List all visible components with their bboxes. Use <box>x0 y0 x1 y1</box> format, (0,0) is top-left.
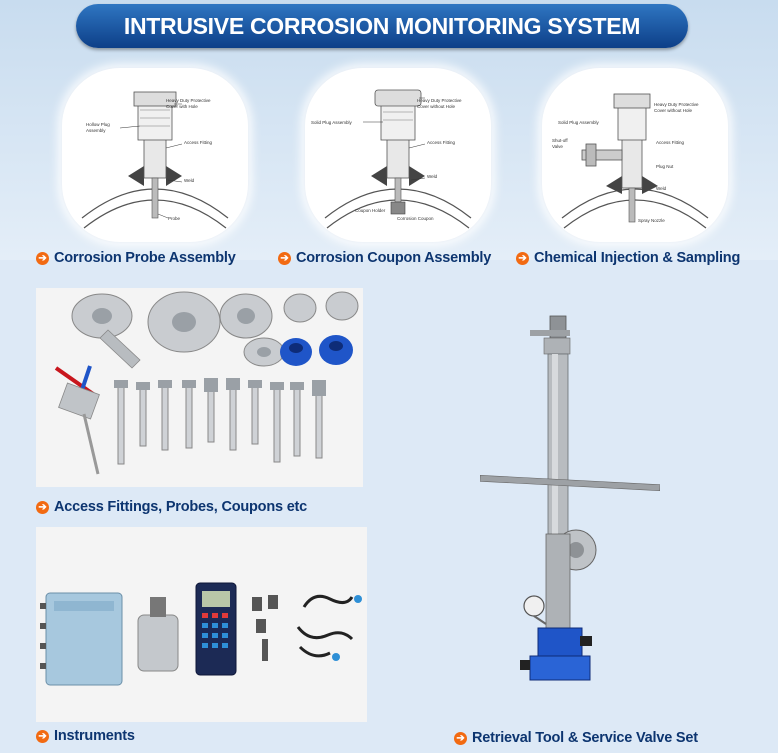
arrow-right-icon: ➔ <box>278 251 291 265</box>
chemical-injection-diagram: Heavy Duty Protective Cover without Hole… <box>542 68 728 242</box>
retrieval-tool-caption: ➔ Retrieval Tool & Service Valve Set <box>454 730 698 746</box>
label-corrosion-coupon: Corrosion Coupon <box>397 216 434 221</box>
label-shutoff-2: Valve <box>552 144 563 149</box>
caption-text: Retrieval Tool & Service Valve Set <box>472 730 698 746</box>
coupon-assembly-diagram: Heavy Duty Protective Cover without Hole… <box>305 68 491 242</box>
label-solid-plug: Solid Plug Assembly <box>311 120 353 125</box>
retrieval-tool-illustration <box>479 315 661 681</box>
label-weld: Weld <box>427 174 438 179</box>
arrow-right-icon: ➔ <box>36 729 49 743</box>
label-access-fitting: Access Fitting <box>656 140 685 145</box>
label-cover-2: Cover with Hole <box>166 104 198 109</box>
fittings-photo <box>36 288 363 487</box>
arrow-right-icon: ➔ <box>516 251 529 265</box>
arrow-right-icon: ➔ <box>36 251 49 265</box>
label-spray-nozzle: Spray Nozzle <box>638 218 665 223</box>
arrow-right-icon: ➔ <box>36 500 49 514</box>
arrow-right-icon: ➔ <box>454 731 467 745</box>
label-plug-1: Hollow Plug <box>86 122 110 127</box>
retrieval-tool-photo <box>479 310 661 710</box>
instruments-photo <box>36 527 367 722</box>
coupon-assembly-drawing: Heavy Duty Protective Cover without Hole… <box>311 89 472 229</box>
page-title: INTRUSIVE CORROSION MONITORING SYSTEM <box>123 12 641 39</box>
coupon-assembly-caption: ➔ Corrosion Coupon Assembly <box>278 250 491 266</box>
label-access-fitting: Access Fitting <box>427 140 456 145</box>
fittings-caption: ➔ Access Fittings, Probes, Coupons etc <box>36 499 307 515</box>
fittings-illustration <box>36 288 363 487</box>
label-plug-nut: Plug Nut <box>656 164 674 169</box>
caption-text: Corrosion Probe Assembly <box>54 250 236 266</box>
caption-text: Chemical Injection & Sampling <box>534 250 741 266</box>
label-cover-1: Heavy Duty Protective <box>166 98 211 103</box>
label-plug-2: Assembly <box>86 128 106 133</box>
caption-text: Corrosion Coupon Assembly <box>296 250 492 266</box>
label-probe: Probe <box>168 216 181 221</box>
probe-assembly-diagram: Heavy Duty Protective Cover with Hole Ho… <box>62 68 248 242</box>
instruments-illustration <box>36 527 367 722</box>
label-access-fitting: Access Fitting <box>184 140 213 145</box>
label-shutoff-1: Shut-off <box>552 138 568 143</box>
label-cover-2: Cover without Hole <box>417 104 456 109</box>
label-weld: Weld <box>656 186 667 191</box>
chemical-injection-drawing: Heavy Duty Protective Cover without Hole… <box>552 93 709 229</box>
caption-text: Instruments <box>54 728 135 744</box>
label-cover-2: Cover without Hole <box>654 108 693 113</box>
probe-assembly-drawing: Heavy Duty Protective Cover with Hole Ho… <box>81 91 229 229</box>
chemical-injection-caption: ➔ Chemical Injection & Sampling <box>516 250 740 266</box>
label-cover-1: Heavy Duty Protective <box>654 102 699 107</box>
label-cover-1: Heavy Duty Protective <box>417 98 462 103</box>
title-banner: INTRUSIVE CORROSION MONITORING SYSTEM <box>76 4 688 48</box>
caption-text: Access Fittings, Probes, Coupons etc <box>54 499 308 515</box>
label-solid-plug: Solid Plug Assembly <box>558 120 600 125</box>
label-coupon-holder: Coupon Holder <box>355 208 386 213</box>
instruments-caption: ➔ Instruments <box>36 728 135 744</box>
label-weld: Weld <box>184 178 195 183</box>
probe-assembly-caption: ➔ Corrosion Probe Assembly <box>36 250 236 266</box>
